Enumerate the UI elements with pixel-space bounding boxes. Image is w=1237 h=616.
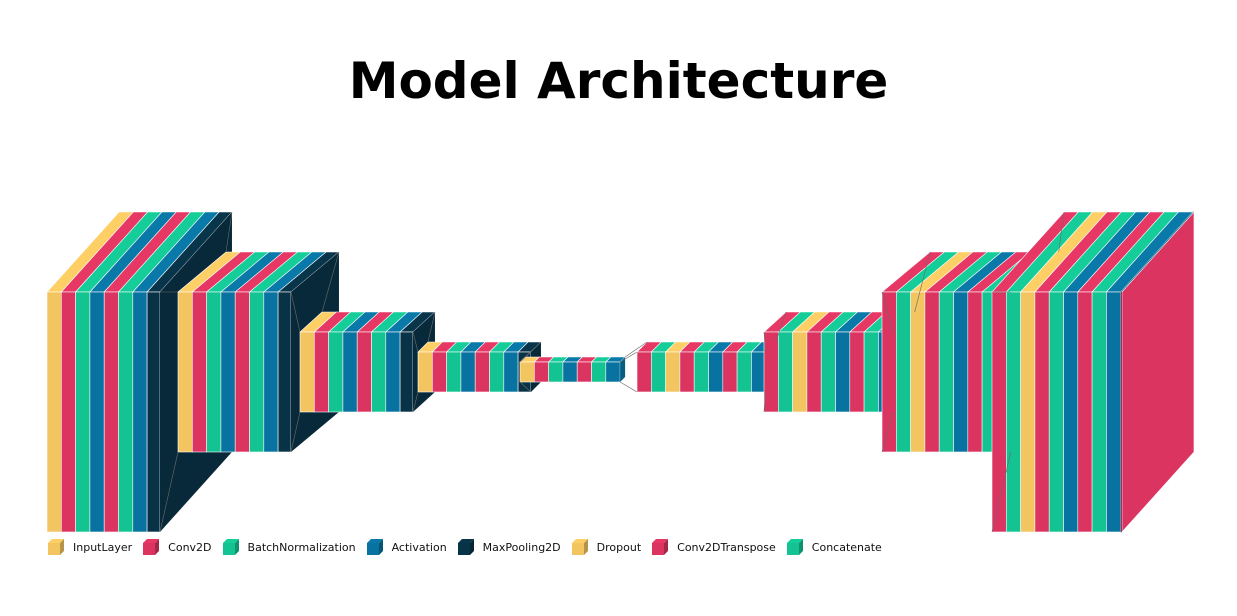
stage-connector [290,251,340,453]
legend-label: MaxPooling2D [482,540,561,554]
stage-connector [991,211,1065,533]
legend-label: Conv2DTranspose [677,540,776,554]
legend-swatch-icon [366,539,383,555]
stage-connector [763,311,787,413]
legend-item-activation: Activation [366,538,447,556]
legend-swatch-icon [652,539,669,555]
stage-connector [519,341,542,393]
legend-item-batch-normalization: BatchNormalization [222,538,356,556]
legend-swatch-icon [143,539,160,555]
legend-label: InputLayer [73,540,133,554]
legend-swatch-icon [571,539,588,555]
legend-swatch-icon [222,539,239,555]
legend-swatch-icon [457,539,474,555]
legend-item-dropout: Dropout [571,538,641,556]
page-title: Model Architecture [348,52,889,110]
legend-swatch-icon [786,539,803,555]
stage-connector [881,251,931,453]
legend-label: Dropout [596,540,642,554]
legend-item-max-pooling2-d: MaxPooling2D [457,538,561,556]
stage-connector [1120,211,1194,533]
legend-label: Conv2D [168,540,212,554]
legend-item-conv2-d: Conv2D [142,538,212,556]
legend-item-conv2-d-transpose: Conv2DTranspose [651,538,776,556]
legend-item-concatenate: Concatenate [786,538,882,556]
legend-swatch-icon [48,539,64,555]
stage-connector [619,341,648,393]
stage-connector [159,211,233,533]
stage-connector [412,311,436,413]
legend-label: Concatenate [811,540,882,554]
legend-item-input-layer: InputLayer [47,538,132,556]
legend: InputLayer Conv2D BatchNormalization Activa… [47,536,892,558]
layer-conv2-d [1121,211,1195,533]
legend-label: BatchNormalization [247,540,356,554]
legend-label: Activation [391,540,447,554]
layer-activation [605,356,626,383]
